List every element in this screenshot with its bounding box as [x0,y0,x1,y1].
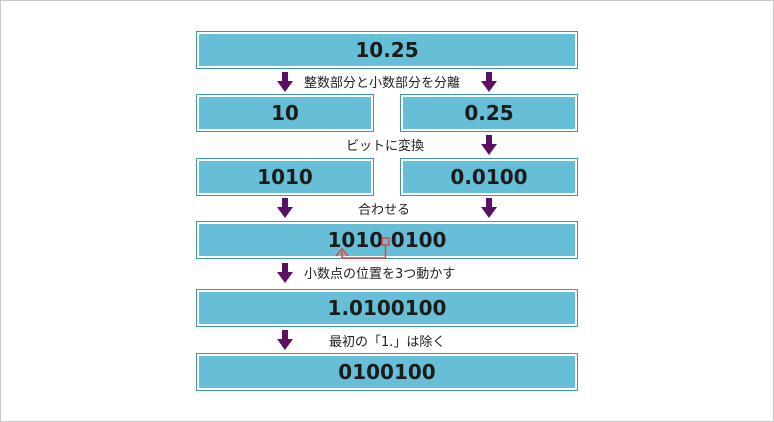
result-value: 0100100 [338,360,436,384]
integer-bits: 1010 [257,165,313,189]
integer-part-box: 10 [196,94,374,132]
down-arrow-icon [277,330,293,350]
down-arrow-icon [481,135,497,155]
shifted-box: 1.0100100 [196,289,578,327]
original-number-box: 10.25 [196,31,578,69]
fraction-part: 0.25 [464,101,514,125]
split-label: 整数部分と小数部分を分離 [304,76,461,91]
fraction-part-box: 0.25 [400,94,578,132]
combine-label: 合わせる [358,203,411,218]
integer-bits-box: 1010 [196,158,374,196]
down-arrow-icon [481,72,497,92]
original-number: 10.25 [355,38,419,62]
down-arrow-icon [481,198,497,218]
down-arrow-icon [277,198,293,218]
convert-label: ビットに変換 [346,139,425,154]
fraction-bits-box: 0.0100 [400,158,578,196]
down-arrow-icon [277,263,293,283]
fraction-bits: 0.0100 [450,165,528,189]
integer-part: 10 [271,101,299,125]
shifted-value: 1.0100100 [327,296,447,320]
combined-dot: . [383,228,391,252]
down-arrow-icon [277,72,293,92]
combined-bits-box: 1010.0100 [196,221,578,259]
combined-right: 0100 [390,228,447,252]
combined-left: 1010 [327,228,384,252]
remove-label: 最初の「1.」は除く [329,335,446,350]
shift-label: 小数点の位置を3つ動かす [304,267,456,282]
result-box: 0100100 [196,353,578,391]
